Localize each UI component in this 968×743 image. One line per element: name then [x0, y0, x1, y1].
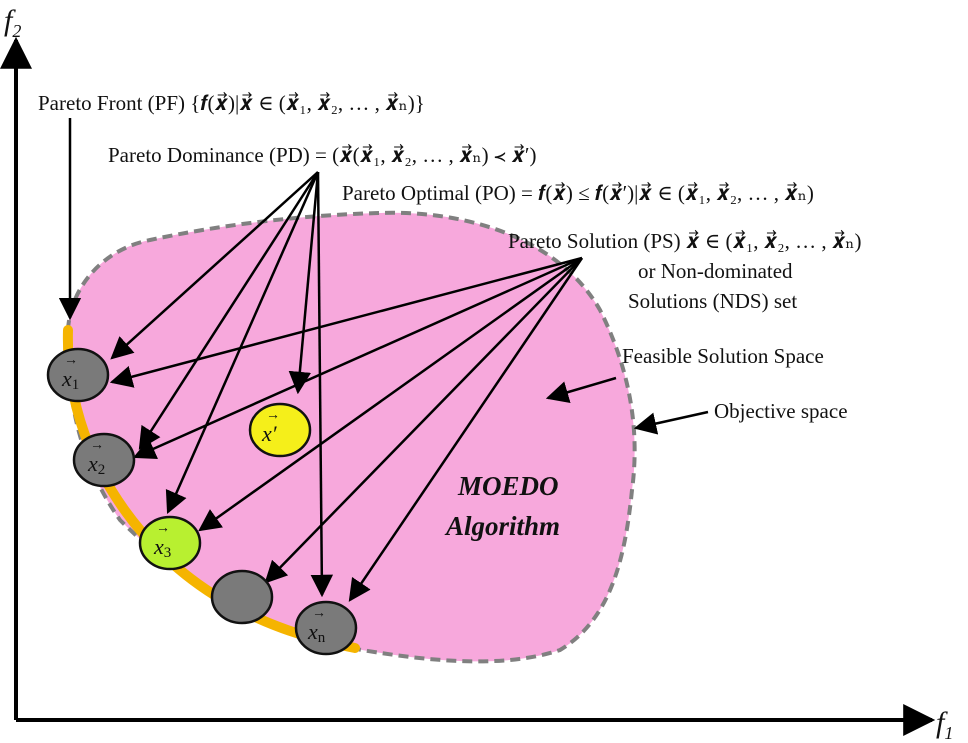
arrow-feasible — [545, 376, 617, 404]
svg-text:xn: xn — [307, 619, 326, 646]
node-x3: x3 → — [138, 515, 202, 571]
algorithm-label-1: MOEDO — [457, 471, 559, 501]
pareto-dominance-label: Pareto Dominance (PD) = (𝒙⃗(𝒙⃗₁, 𝒙⃗₂, … … — [108, 143, 536, 167]
non-dominated-label-1: or Non-dominated — [638, 259, 793, 283]
pareto-solution-label: Pareto Solution (PS) 𝒙⃗ ∈ (𝒙⃗₁, 𝒙⃗₂, … ,… — [508, 229, 861, 253]
svg-text:x′: x′ — [261, 421, 278, 446]
svg-text:→: → — [312, 606, 326, 621]
node-xn-circle — [294, 600, 358, 656]
y-axis-label: f2 — [4, 4, 21, 41]
svg-text:x3: x3 — [153, 534, 171, 561]
svg-text:→: → — [64, 353, 78, 368]
objective-space-label: Objective space — [714, 399, 848, 423]
non-dominated-label-2: Solutions (NDS) set — [628, 289, 797, 313]
node-xprime: x′ → — [248, 402, 312, 458]
node-x1-circle — [46, 347, 110, 403]
node-x3-circle — [138, 515, 202, 571]
arrow-objective — [633, 410, 709, 435]
x-axis-label: f1 — [936, 706, 953, 743]
node-x4 — [210, 569, 274, 625]
node-xn: xn → — [294, 600, 358, 656]
algorithm-label-2: Algorithm — [444, 511, 560, 541]
node-x2: x2 → — [72, 432, 136, 488]
node-x1: x1 → — [46, 347, 110, 403]
node-xprime-circle — [248, 402, 312, 458]
feasible-region — [65, 210, 637, 664]
svg-text:→: → — [156, 521, 170, 536]
node-x2-circle — [72, 432, 136, 488]
solution-arrows — [109, 256, 584, 602]
pareto-optimal-label: Pareto Optimal (PO) = 𝒇(𝒙⃗) ≤ 𝒇(𝒙⃗′)|𝒙⃗ … — [342, 181, 814, 205]
svg-text:x2: x2 — [87, 451, 105, 478]
svg-text:→: → — [266, 408, 280, 423]
pareto-front-label: Pareto Front (PF) {𝒇(𝒙⃗)|𝒙⃗ ∈ (𝒙⃗₁, 𝒙⃗₂,… — [38, 91, 425, 115]
feasible-space-label: Feasible Solution Space — [622, 344, 824, 368]
svg-text:x1: x1 — [61, 366, 79, 393]
node-x4-circle — [210, 569, 274, 625]
svg-text:→: → — [90, 438, 104, 453]
